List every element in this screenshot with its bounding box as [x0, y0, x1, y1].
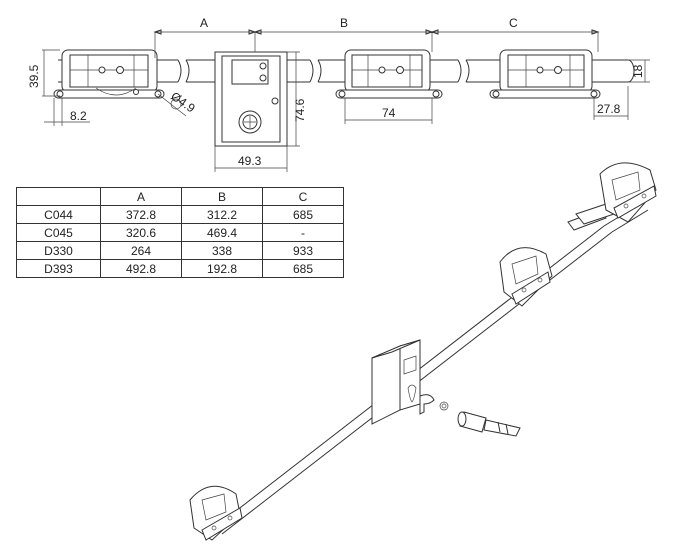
table-cell: 469.4	[181, 223, 263, 242]
table-cell-code: D393	[16, 259, 101, 278]
dim-right-height: 18	[631, 64, 645, 78]
isometric-view	[189, 162, 657, 541]
table-header-cell	[16, 187, 101, 206]
dim-c-label: C	[509, 16, 518, 30]
dimension-table: A B C C044 372.8 312.2 685 C045 320.6 46…	[16, 187, 344, 278]
dim-a-label: A	[200, 16, 208, 30]
iso-key-cylinder	[439, 401, 521, 437]
iso-lock-housing	[371, 339, 435, 425]
table-cell: 320.6	[100, 223, 182, 242]
dim-hole-diameter: Ø4.9	[168, 89, 198, 116]
dim-height-left: 39.5	[27, 64, 41, 88]
dim-offset-left: 8.2	[70, 109, 87, 123]
dim-right-offset: 27.8	[597, 102, 621, 116]
table-cell-code: C044	[16, 205, 101, 224]
lock-body	[214, 51, 288, 147]
iso-middle-bracket	[499, 247, 553, 307]
dim-lock-height: 74.6	[293, 98, 307, 122]
table-cell-code: D330	[16, 241, 101, 260]
table-cell-code: C045	[16, 223, 101, 242]
table-cell: 372.8	[100, 205, 182, 224]
left-keeper-bracket	[53, 49, 165, 99]
right-keeper-bracket	[489, 49, 601, 99]
table-cell: 264	[100, 241, 182, 260]
table-cell: 933	[262, 241, 344, 260]
table-cell: 312.2	[181, 205, 263, 224]
table-row: D393 492.8 192.8 685	[16, 259, 344, 278]
table-cell: 192.8	[181, 259, 263, 278]
table-row: C045 320.6 469.4 -	[16, 223, 344, 242]
table-cell: -	[262, 223, 344, 242]
dim-keeper-width: 74	[382, 106, 396, 120]
table-row: C044 372.8 312.2 685	[16, 205, 344, 224]
table-header-cell: C	[262, 187, 344, 206]
dim-lock-width: 49.3	[238, 154, 262, 168]
table-header-cell: A	[100, 187, 182, 206]
table-row: D330 264 338 933	[16, 241, 344, 260]
table-cell: 685	[262, 205, 344, 224]
middle-keeper-bracket	[335, 49, 443, 99]
table-cell: 338	[181, 241, 263, 260]
table-cell: 685	[262, 259, 344, 278]
table-header-cell: B	[181, 187, 263, 206]
table-cell: 492.8	[100, 259, 182, 278]
iso-top-bracket	[599, 162, 657, 223]
orthographic-view: A B C 39.5 8.2 Ø4.9 74.6 49.3 74 18 27.8	[27, 16, 650, 172]
iso-bottom-bracket	[189, 485, 243, 541]
dim-b-label: B	[340, 16, 348, 30]
table-header-row: A B C	[16, 187, 344, 206]
